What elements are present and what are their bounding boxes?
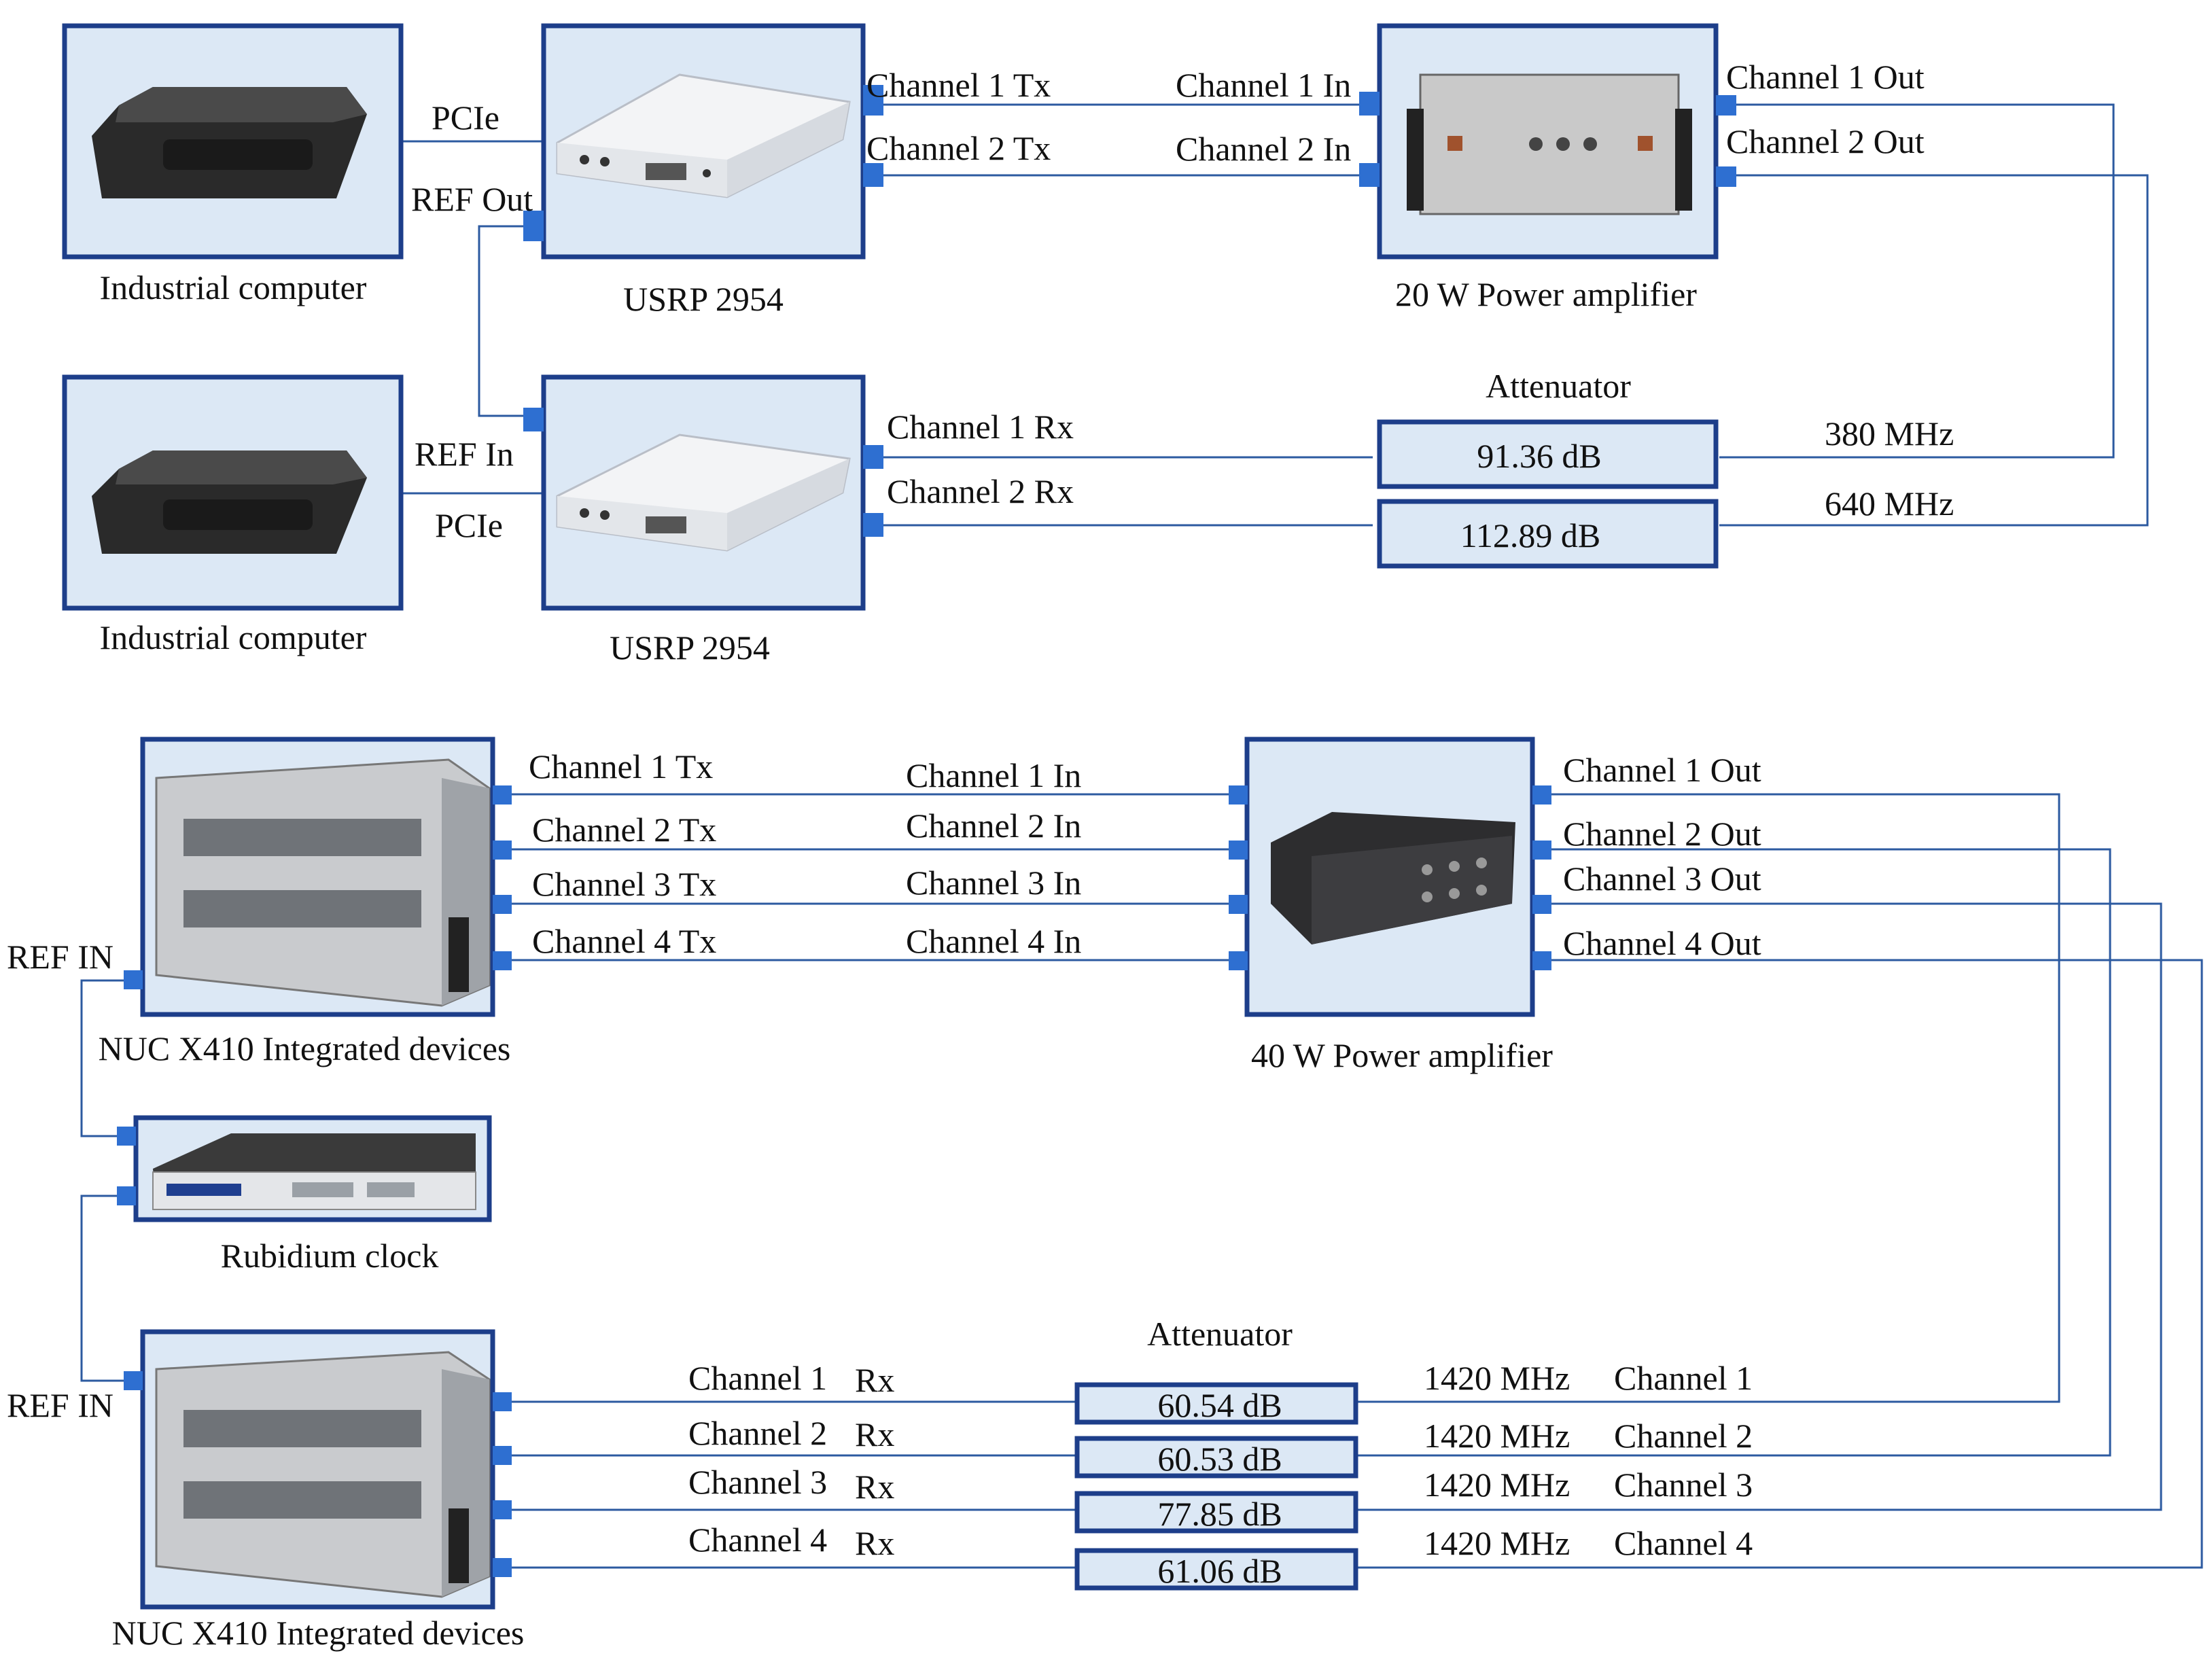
power-amplifier-20w-caption: 20 W Power amplifier — [1395, 275, 1697, 313]
label-rx-channel-4: Channel 4 — [688, 1521, 827, 1559]
label-pa-out-1: Channel 1 Out — [1563, 751, 1761, 789]
label-rx2: Channel 2 Rx — [887, 472, 1074, 510]
laptop-icon — [92, 450, 367, 554]
label-ref-in-tx: REF IN — [7, 938, 113, 976]
attenuator-top-2-value: 112.89 dB — [1460, 516, 1601, 554]
label-rx-word-1: Rx — [855, 1361, 894, 1399]
label-rx-word-2: Rx — [855, 1415, 894, 1453]
nuc-x410-tx — [140, 737, 495, 1017]
label-rx-channel-2: Channel 2 — [688, 1414, 827, 1452]
top-ports — [523, 85, 1736, 537]
rack-clock-icon — [152, 1133, 476, 1210]
label-pa-in-1: Channel 1 In — [906, 756, 1081, 794]
label-rx-word-4: Rx — [855, 1524, 894, 1562]
label-tx-1: Channel 1 Tx — [529, 747, 713, 785]
laptop-icon — [92, 87, 367, 198]
label-out-channel-4: Channel 4 — [1614, 1524, 1753, 1562]
label-freq2: 640 MHz — [1825, 484, 1954, 523]
label-rx-word-3: Rx — [855, 1468, 894, 1506]
label-pa-in-2: Channel 2 In — [906, 807, 1081, 845]
label-rx-channel-3: Channel 3 — [688, 1463, 827, 1501]
usrp-rx-caption: USRP 2954 — [610, 629, 770, 667]
power-amplifier-40w-caption: 40 W Power amplifier — [1251, 1036, 1553, 1074]
attenuator-bottom-2: 60.53 dB — [1074, 1436, 1358, 1479]
attenuator-top-2: 112.89 dB — [1377, 499, 1719, 569]
label-pa-out-4: Channel 4 Out — [1563, 924, 1761, 962]
top-wires — [401, 103, 2149, 527]
power-amplifier-40w — [1244, 737, 1535, 1017]
label-in1: Channel 1 In — [1176, 66, 1351, 104]
usrp-device-icon — [556, 73, 851, 198]
power-amplifier-20w — [1377, 23, 1719, 260]
label-freq1: 380 MHz — [1825, 414, 1954, 453]
bottom-wires — [80, 793, 2203, 1569]
nuc-x410-rx-caption: NUC X410 Integrated devices — [112, 1614, 525, 1652]
attenuator-bottom-4: 61.06 dB — [1074, 1548, 1358, 1591]
attenuator-bottom-4-value: 61.06 dB — [1157, 1552, 1282, 1590]
label-out-channel-3: Channel 3 — [1614, 1466, 1753, 1504]
label-freq-1: 1420 MHz — [1424, 1359, 1570, 1397]
nuc-chassis-icon — [155, 758, 491, 1007]
attenuator-bottom-1: 60.54 dB — [1074, 1382, 1358, 1425]
nuc-x410-rx — [140, 1329, 495, 1610]
rack-amplifier-icon — [1271, 812, 1515, 944]
usrp-device-icon — [556, 434, 851, 552]
rubidium-clock — [133, 1115, 492, 1222]
label-freq-2: 1420 MHz — [1424, 1417, 1570, 1455]
industrial-computer-tx — [62, 23, 404, 260]
label-out1: Channel 1 Out — [1726, 58, 1925, 96]
label-out-channel-2: Channel 2 — [1614, 1417, 1753, 1455]
label-ref-in: REF In — [415, 435, 514, 473]
attenuator-bottom-1-value: 60.54 dB — [1157, 1386, 1282, 1424]
label-pa-out-3: Channel 3 Out — [1563, 860, 1761, 898]
label-freq-3: 1420 MHz — [1424, 1466, 1570, 1504]
nuc-chassis-icon — [155, 1351, 491, 1598]
attenuator-bottom-3: 77.85 dB — [1074, 1491, 1358, 1534]
label-tx-2: Channel 2 Tx — [532, 811, 716, 849]
label-pa-in-4: Channel 4 In — [906, 922, 1081, 960]
label-ref-in-rx: REF IN — [7, 1386, 113, 1424]
attenuator-top-title: Attenuator — [1486, 367, 1631, 405]
industrial-computer-rx — [62, 374, 404, 611]
label-out2: Channel 2 Out — [1726, 122, 1925, 160]
usrp-rx — [541, 374, 866, 611]
bottom-ports — [117, 785, 1551, 1577]
usrp-tx — [541, 23, 866, 260]
label-pa-out-2: Channel 2 Out — [1563, 815, 1761, 853]
label-tx1: Channel 1 Tx — [866, 66, 1051, 104]
label-tx2: Channel 2 Tx — [866, 129, 1051, 167]
attenuator-top-1: 91.36 dB — [1377, 419, 1719, 489]
rack-amplifier-icon — [1407, 73, 1692, 215]
rubidium-clock-caption: Rubidium clock — [221, 1237, 439, 1275]
label-tx-4: Channel 4 Tx — [532, 922, 716, 960]
label-pa-in-3: Channel 3 In — [906, 864, 1081, 902]
attenuator-bottom-2-value: 60.53 dB — [1157, 1440, 1282, 1478]
label-pcie-tx: PCIe — [432, 99, 499, 137]
attenuator-bottom-3-value: 77.85 dB — [1157, 1495, 1282, 1533]
attenuator-bottom-title: Attenuator — [1147, 1315, 1293, 1353]
label-tx-3: Channel 3 Tx — [532, 865, 716, 903]
label-rx-channel-1: Channel 1 — [688, 1359, 827, 1397]
attenuator-top-1-value: 91.36 dB — [1477, 437, 1601, 475]
label-out-channel-1: Channel 1 — [1614, 1359, 1753, 1397]
label-ref-out: REF Out — [411, 180, 533, 218]
label-pcie-rx: PCIe — [435, 506, 503, 544]
industrial-computer-rx-caption: Industrial computer — [100, 618, 367, 656]
industrial-computer-tx-caption: Industrial computer — [100, 268, 367, 306]
usrp-tx-caption: USRP 2954 — [623, 280, 784, 318]
label-rx1: Channel 1 Rx — [887, 408, 1074, 446]
label-freq-4: 1420 MHz — [1424, 1524, 1570, 1562]
nuc-x410-tx-caption: NUC X410 Integrated devices — [99, 1029, 511, 1067]
label-in2: Channel 2 In — [1176, 130, 1351, 168]
